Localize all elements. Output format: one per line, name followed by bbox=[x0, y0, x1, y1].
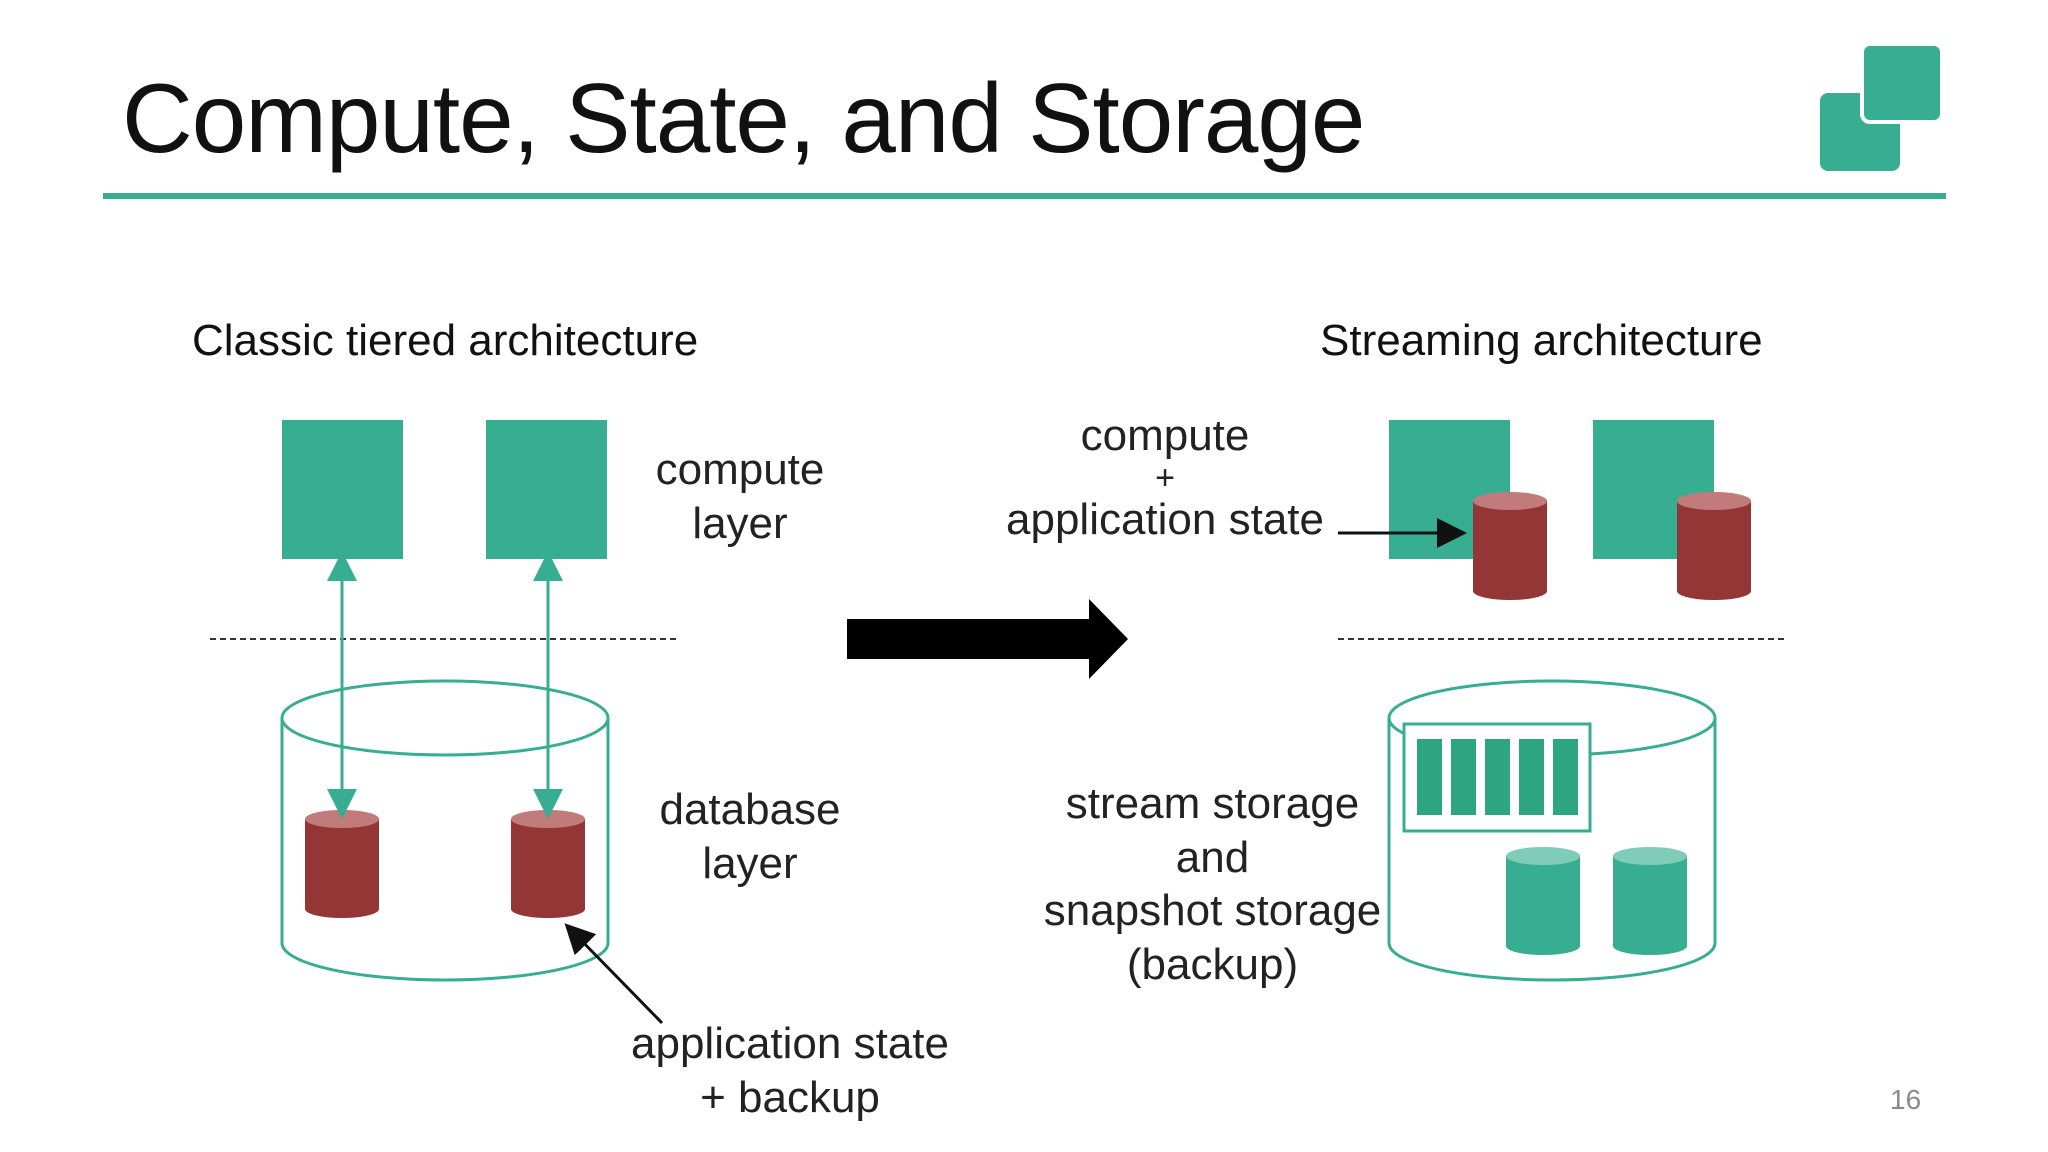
compute-state-label: compute + application state bbox=[1006, 411, 1324, 545]
application-state-backup-label: application state + backup bbox=[631, 1019, 949, 1122]
compute-node-1 bbox=[282, 420, 403, 559]
local-state-cylinder-icon-1 bbox=[1473, 492, 1547, 600]
compute-node-3 bbox=[1389, 420, 1510, 559]
logo-icon bbox=[1820, 42, 1944, 171]
state-pointer-arrow bbox=[564, 923, 664, 1025]
storage-cylinder-icon bbox=[1387, 679, 1717, 982]
snapshot-cylinder-icon-1 bbox=[1506, 847, 1580, 955]
database-cylinder-icon bbox=[280, 679, 610, 982]
title-underline bbox=[103, 193, 1946, 199]
page-title: Compute, State, and Storage bbox=[122, 63, 1365, 173]
local-state-cylinder-icon-2 bbox=[1677, 492, 1751, 600]
database-layer-label: database layer bbox=[659, 785, 841, 888]
right-heading: Streaming architecture bbox=[1320, 316, 1763, 365]
compute-node-2 bbox=[486, 420, 607, 559]
state-cylinder-icon-1 bbox=[305, 810, 379, 918]
transition-arrow-icon bbox=[847, 599, 1128, 679]
stream-log-frame bbox=[1402, 722, 1592, 833]
stream-log-segments-icon bbox=[1417, 739, 1578, 815]
compute-node-4 bbox=[1593, 420, 1714, 559]
state-cylinder-icon-2 bbox=[511, 810, 585, 918]
left-heading: Classic tiered architecture bbox=[192, 316, 699, 365]
stream-snapshot-storage-label: stream storage and snapshot storage (bac… bbox=[1043, 779, 1382, 990]
snapshot-cylinder-icon-2 bbox=[1613, 847, 1687, 955]
compute-layer-label: compute layer bbox=[655, 445, 825, 548]
page-number: 16 bbox=[1890, 1084, 1922, 1115]
